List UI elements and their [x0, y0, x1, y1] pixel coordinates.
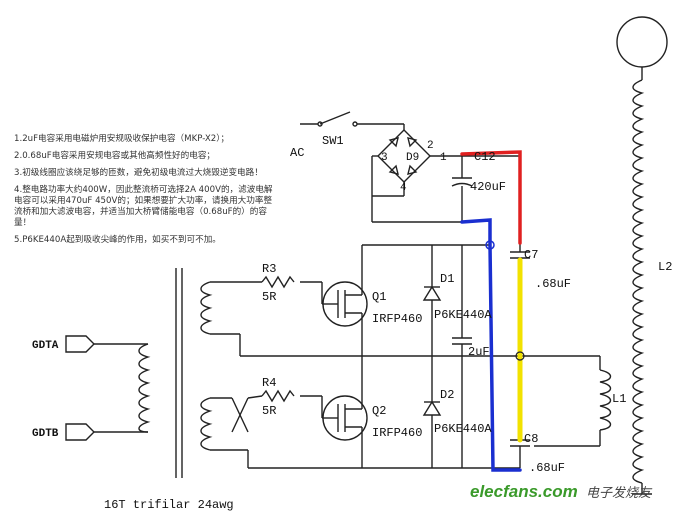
r4-resistor [261, 389, 295, 403]
label-c12: C12 [474, 150, 496, 164]
label-gdta: GDTA [32, 340, 59, 352]
label-c12-value: 420uF [470, 180, 506, 194]
bridge-diode-3 [388, 164, 399, 175]
switch-contact-right [352, 121, 358, 127]
label-d1: D1 [440, 272, 454, 286]
bridge-diode-1 [388, 137, 399, 148]
note-1: 1.2uF电容采用电磁炉用安规吸收保护电容（MKP-X2）； [14, 134, 230, 144]
label-d2: D2 [440, 388, 454, 402]
junction-blue [485, 240, 495, 250]
bridge-diode-4 [407, 164, 418, 175]
note-4: 4.整电路功率大约400W，因此整流桥可选择2A 400V的，滤波电解电容可以采… [14, 185, 273, 228]
label-bridge-pin-4: 4 [400, 182, 407, 194]
watermark-cn: 电子发烧友 [586, 486, 653, 501]
gdt-primary-winding [138, 343, 151, 433]
label-gdtb: GDTB [32, 428, 59, 440]
label-ac: AC [290, 146, 304, 160]
label-bridge-pin-1: 1 [440, 152, 447, 164]
blue-wire-highlight [460, 218, 522, 472]
note-2: 2.0.68uF电容采用安规电容或其他高频性好的电容； [14, 151, 216, 161]
switch-lever [319, 111, 351, 125]
r3-resistor [261, 275, 295, 289]
switch-contact-left [317, 121, 323, 127]
d1-tvs-diode [422, 285, 442, 301]
port-gdta [65, 335, 95, 353]
secondary-coil-l2 [632, 79, 645, 484]
note-5: 5.P6KE440A起到吸收尖峰的作用，如买不到可不加。 [14, 235, 221, 245]
label-l2: L2 [658, 260, 672, 274]
watermark-brand: elecfans.com [470, 482, 578, 501]
label-r4: R4 [262, 376, 276, 390]
label-q2-part: IRFP460 [372, 426, 422, 440]
label-q2: Q2 [372, 404, 386, 418]
bridge-diode-2 [407, 137, 418, 148]
design-notes: 1.2uF电容采用电磁炉用安规吸收保护电容（MKP-X2）； 2.0.68uF电… [14, 134, 276, 252]
label-d9: D9 [406, 152, 419, 164]
port-gdtb [65, 423, 95, 441]
gdt-secondary-b [200, 397, 213, 451]
label-sw1: SW1 [322, 134, 344, 148]
gdt-b-cross-2 [231, 397, 249, 433]
label-c8-value: .68uF [529, 461, 565, 475]
gdt-b-to-r4 [247, 395, 263, 399]
c12-plate-bottom [451, 182, 473, 187]
label-cap2: 2uF [468, 345, 490, 359]
label-tvs1: P6KE440A [434, 308, 492, 322]
label-r3: R3 [262, 262, 276, 276]
gdt-secondary-a [200, 281, 213, 335]
label-c7: C7 [524, 248, 538, 262]
label-tvs2: P6KE440A [434, 422, 492, 436]
d2-tvs-diode [422, 400, 442, 416]
label-bridge-pin-2: 2 [427, 140, 434, 152]
label-bridge-pin-3: 3 [381, 152, 388, 164]
note-3: 3.初级线圈应该绕足够的匝数，避免初级电流过大烧毁逆变电路！ [14, 168, 263, 178]
label-c7-value: .68uF [535, 277, 571, 291]
label-q1-part: IRFP460 [372, 312, 422, 326]
label-q1: Q1 [372, 290, 386, 304]
primary-coil-l1 [599, 369, 612, 431]
label-transformer: 16T trifilar 24awg [104, 498, 234, 512]
label-r3-value: 5R [262, 290, 276, 304]
label-r4-value: 5R [262, 404, 276, 418]
top-load-toroid [616, 16, 668, 68]
label-c8: C8 [524, 432, 538, 446]
junction-mid [515, 351, 525, 361]
red-wire-highlight [460, 150, 522, 245]
label-l1: L1 [612, 392, 626, 406]
